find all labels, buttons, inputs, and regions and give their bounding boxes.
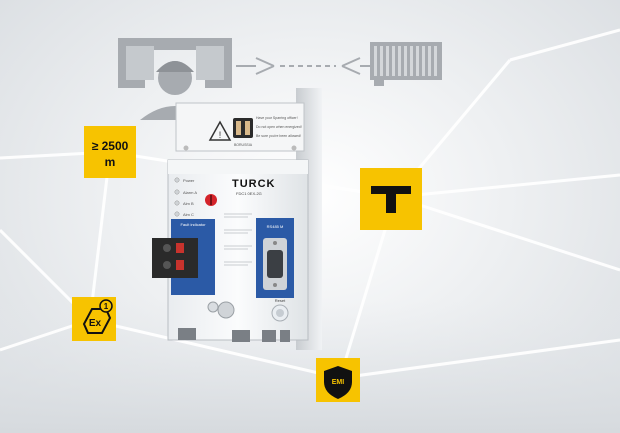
dsub-connector[interactable] bbox=[263, 238, 287, 290]
terminal-block[interactable] bbox=[152, 238, 198, 278]
rs485-label: RS485 M bbox=[267, 224, 284, 229]
emi-text: EMI bbox=[332, 379, 345, 386]
worker-monitor-icon bbox=[118, 38, 232, 120]
led-label-power: Power bbox=[183, 178, 195, 183]
led-label-alarm-c: Alm C bbox=[183, 212, 194, 217]
altitude-badge: ≥ 2500 m bbox=[84, 126, 136, 178]
flap-text-3: Be sure you're been allowed! bbox=[256, 134, 301, 138]
brand-logo: TURCK bbox=[232, 178, 276, 190]
model-label: FDC1 0EX-2G bbox=[236, 191, 262, 196]
turck-badge bbox=[360, 168, 422, 230]
device: ! Have your Sparring officer! Do not ope… bbox=[152, 88, 322, 350]
fiber-connection-icon bbox=[236, 57, 370, 75]
ex-index: 1 bbox=[104, 302, 109, 311]
controller-rack-icon bbox=[370, 42, 442, 86]
altitude-value: ≥ 2500 bbox=[92, 139, 129, 153]
altitude-unit: m bbox=[105, 155, 116, 169]
flap-caption: BORUSSIA bbox=[234, 143, 253, 147]
bottom-connectors bbox=[178, 328, 290, 342]
fiber-port-2[interactable] bbox=[217, 301, 235, 319]
reset-button[interactable] bbox=[271, 304, 289, 322]
ex-hexagon-icon bbox=[82, 308, 112, 334]
fiber-port[interactable] bbox=[207, 301, 219, 313]
led-label-alarm-a: Alarm A bbox=[183, 190, 197, 195]
flap-text-1: Have your Sparring officer! bbox=[256, 116, 298, 120]
led-group: Power Alarm A Alm B Alm C bbox=[174, 177, 197, 217]
shield-icon bbox=[324, 366, 352, 399]
led-label-alarm-b: Alm B bbox=[183, 201, 194, 206]
flap-text-2: Do not open when energized! bbox=[256, 125, 302, 129]
reset-label: Reset bbox=[275, 298, 286, 303]
cover-flap: ! Have your Sparring officer! Do not ope… bbox=[175, 102, 305, 152]
ex-badge: Ex 1 bbox=[72, 297, 116, 341]
fault-indicator-label: Fault indicator bbox=[180, 222, 206, 227]
turck-t-icon bbox=[371, 186, 411, 213]
emi-badge: EMI bbox=[316, 358, 360, 402]
ex-text: Ex bbox=[89, 318, 102, 329]
svg-text:!: ! bbox=[219, 130, 222, 140]
